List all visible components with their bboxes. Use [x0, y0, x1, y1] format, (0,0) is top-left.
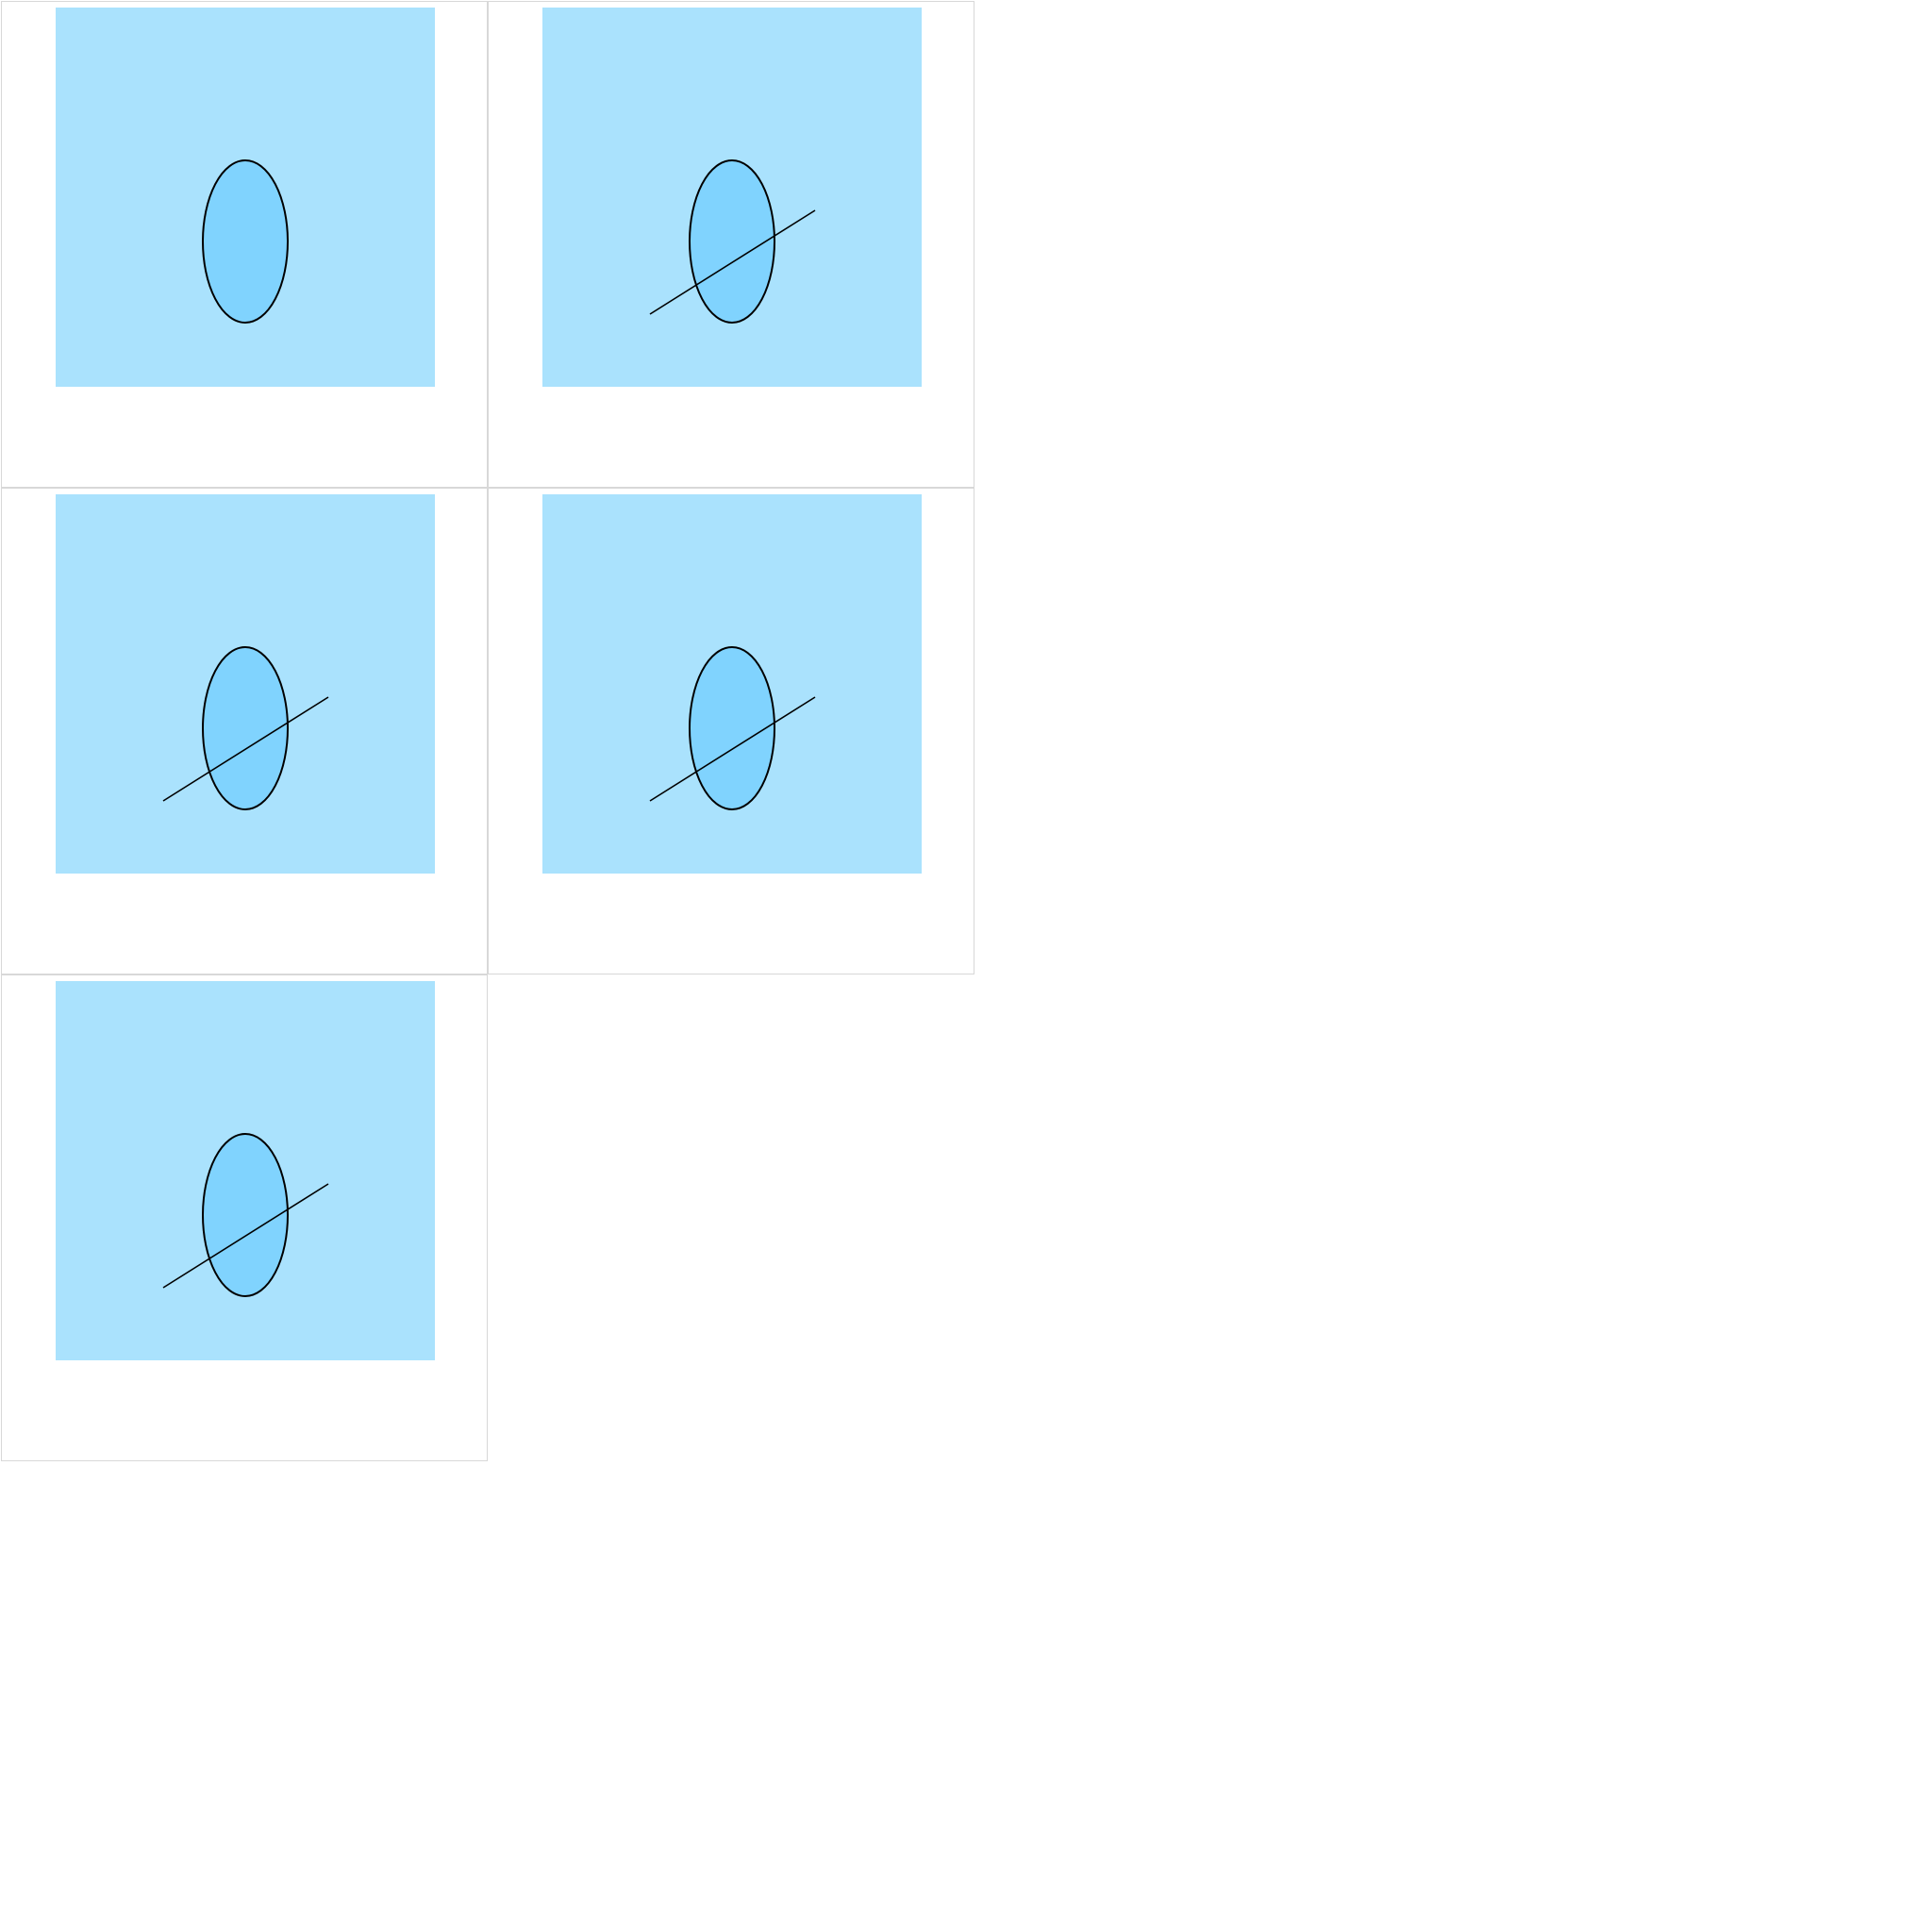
ellipse-shape — [202, 159, 289, 324]
frame-tile — [1, 488, 488, 974]
frame-tile — [1, 1, 488, 488]
frame-tile — [1, 974, 488, 1461]
ellipse-shape — [689, 159, 775, 324]
ellipse-shape — [689, 646, 775, 810]
frame-drawing — [542, 8, 922, 387]
diagonal-line — [162, 696, 329, 802]
frame-drawing — [56, 494, 435, 874]
diagonal-line — [649, 696, 816, 802]
frame-tile — [488, 1, 974, 488]
frame-tile — [488, 488, 974, 974]
diagonal-line — [162, 1183, 329, 1289]
frame-drawing — [56, 8, 435, 387]
frame-drawing — [56, 981, 435, 1360]
frame-drawing — [542, 494, 922, 874]
diagonal-line — [649, 209, 816, 315]
ellipse-shape — [202, 1133, 289, 1297]
ellipse-shape — [202, 646, 289, 810]
